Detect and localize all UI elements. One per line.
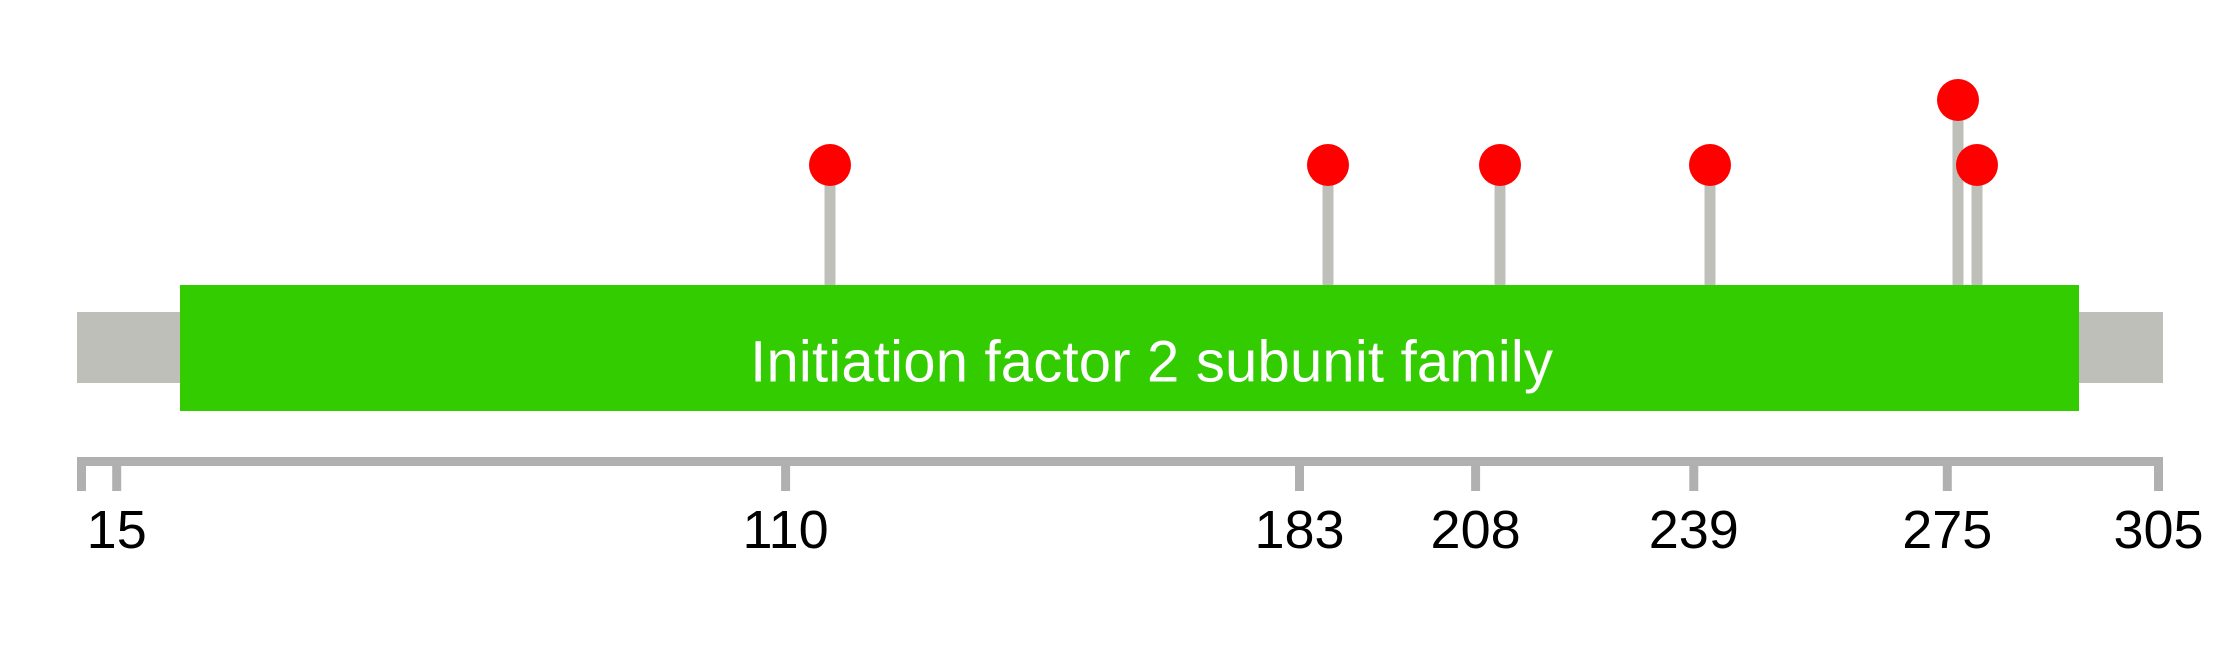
lollipop-stem-275 <box>1952 100 1964 287</box>
lollipop-head-278[interactable] <box>1956 144 1998 186</box>
lollipop-stem-208 <box>1494 165 1506 287</box>
axis-tick-start <box>77 457 86 491</box>
axis-tick-183 <box>1295 457 1304 491</box>
axis-tick-labels: 15 110 183 208 239 275 305 <box>87 500 2204 560</box>
lollipop-stems <box>824 100 1983 287</box>
lollipop-heads <box>809 79 1998 186</box>
domain-rect-initiation-factor-2-subunit-family[interactable] <box>180 285 2079 411</box>
axis-tick-110 <box>781 457 791 491</box>
domain-label: Initiation factor 2 subunit family <box>750 329 1553 394</box>
lollipop-head-110[interactable] <box>809 144 851 186</box>
lollipop-head-239[interactable] <box>1689 144 1731 186</box>
axis-tick-label-275: 275 <box>1902 500 1992 560</box>
axis-tick-208 <box>1471 457 1481 491</box>
axis-tick-15 <box>112 457 122 491</box>
lollipop-stem-110 <box>824 165 836 287</box>
position-axis <box>77 457 2163 491</box>
axis-tick-305 <box>2154 457 2163 491</box>
lollipop-head-275[interactable] <box>1937 79 1979 121</box>
lollipop-head-183[interactable] <box>1307 144 1349 186</box>
axis-line <box>77 457 2163 466</box>
axis-tick-label-110: 110 <box>743 500 829 560</box>
axis-tick-275 <box>1942 457 1952 491</box>
lollipop-stem-239 <box>1704 165 1716 287</box>
axis-tick-label-183: 183 <box>1254 500 1344 560</box>
lollipop-stem-278 <box>1971 165 1983 287</box>
lollipop-head-208[interactable] <box>1479 144 1521 186</box>
lollipop-stem-183 <box>1322 165 1334 287</box>
axis-tick-label-305: 305 <box>2113 500 2203 560</box>
axis-tick-label-15: 15 <box>87 500 147 560</box>
axis-tick-label-208: 208 <box>1431 500 1521 560</box>
axis-tick-239 <box>1689 457 1699 491</box>
axis-tick-label-239: 239 <box>1649 500 1739 560</box>
